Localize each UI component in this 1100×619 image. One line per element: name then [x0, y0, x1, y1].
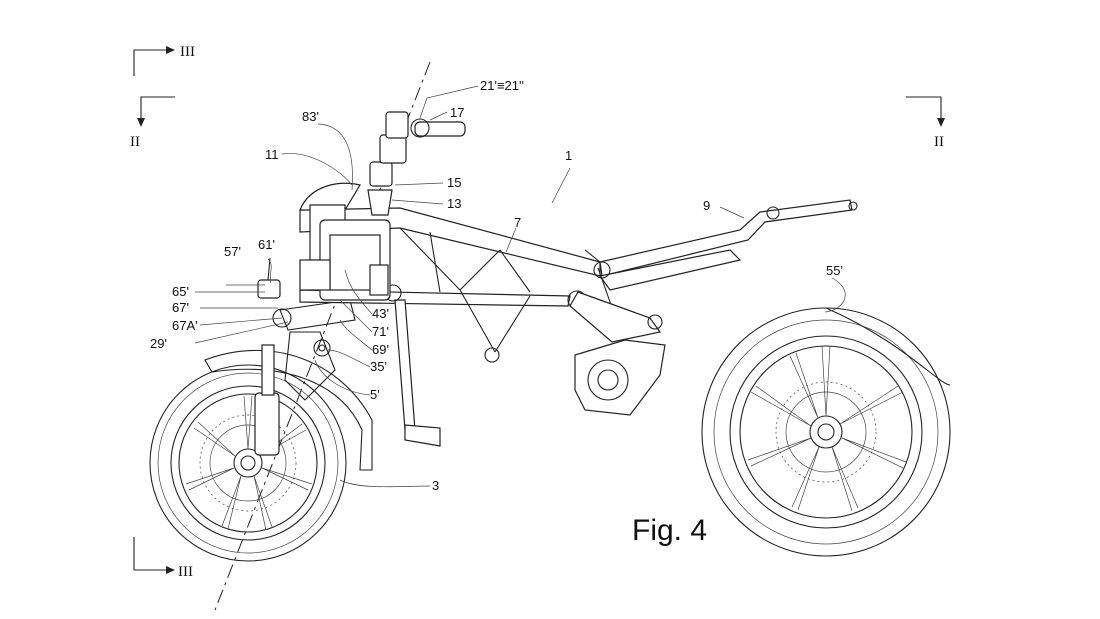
- section-label-ii-left: II: [130, 134, 140, 150]
- ref-label: 83': [302, 109, 319, 124]
- ref-label: 7: [514, 215, 521, 230]
- ref-label: 43': [372, 306, 389, 321]
- ref-label: 65': [172, 284, 189, 299]
- ref-label: 21'≡21'': [480, 78, 524, 93]
- ref-label: 67': [172, 300, 189, 315]
- leader-lines: [194, 85, 846, 488]
- ref-label: 17: [450, 105, 464, 120]
- section-marker-iii-bottom: III: [133, 537, 193, 580]
- rear-wheel: [701, 307, 951, 557]
- ref-label: 15: [447, 175, 461, 190]
- front-suspension: [254, 257, 356, 456]
- ref-label: 3: [432, 478, 439, 493]
- ref-label: 5': [370, 387, 380, 402]
- swingarm: [569, 291, 662, 343]
- section-label-iii-bottom: III: [178, 564, 193, 580]
- figure-caption: Fig. 4: [632, 514, 707, 547]
- section-label-iii-top: III: [180, 44, 195, 60]
- section-marker-iii-top: III: [133, 44, 195, 76]
- ref-label: 67A': [172, 318, 198, 333]
- steering-axis-line: [214, 61, 431, 611]
- ref-label: 1: [565, 148, 572, 163]
- engine-sprocket: [574, 339, 666, 416]
- ref-label: 69': [372, 342, 389, 357]
- ref-label: 29': [150, 336, 167, 351]
- ref-label: 13: [447, 196, 461, 211]
- ref-label: 61': [258, 237, 275, 252]
- ref-label: 9: [703, 198, 710, 213]
- tilting-mechanism: [299, 219, 391, 301]
- section-label-ii-right: II: [934, 134, 944, 150]
- front-wheel: [149, 364, 347, 562]
- ref-label: 55': [826, 263, 843, 278]
- steering-column: [367, 111, 466, 216]
- ref-label: 35': [370, 359, 387, 374]
- ref-label: 11: [265, 147, 279, 162]
- ref-label: 57': [224, 244, 241, 259]
- rear-subframe: [584, 199, 858, 331]
- front-fender: [204, 349, 373, 471]
- ref-label: 71': [372, 324, 389, 339]
- section-marker-ii-right: II: [906, 96, 945, 150]
- swingarm-pivot: [647, 314, 663, 330]
- section-marker-ii-left: II: [130, 96, 175, 150]
